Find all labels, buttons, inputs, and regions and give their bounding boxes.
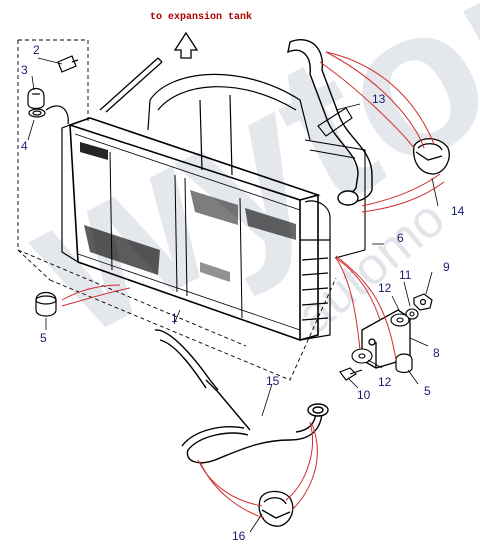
fan-shroud bbox=[147, 73, 311, 176]
hose-bracket bbox=[317, 107, 353, 137]
bottom-hose-clip bbox=[258, 490, 294, 527]
washer-small bbox=[405, 308, 419, 320]
part-label-12-upper: 12 bbox=[378, 281, 392, 295]
filler-cap bbox=[27, 87, 45, 110]
washer-lower bbox=[351, 348, 373, 364]
drain-plug bbox=[57, 55, 79, 73]
nut bbox=[413, 293, 433, 311]
part-label-4: 4 bbox=[21, 139, 28, 153]
filler-neck bbox=[45, 105, 69, 125]
part-label-9: 9 bbox=[443, 260, 450, 274]
washer-upper bbox=[390, 313, 410, 327]
part-label-5-left: 5 bbox=[40, 331, 47, 345]
radiator-mount-frame bbox=[304, 139, 366, 259]
core-texture bbox=[80, 142, 296, 282]
part-label-10: 10 bbox=[357, 388, 371, 402]
arrow-up-icon bbox=[173, 31, 199, 59]
part-label-13: 13 bbox=[372, 92, 386, 106]
expansion-tank-note: to expansion tank bbox=[150, 12, 253, 23]
part-label-1: 1 bbox=[171, 311, 178, 325]
leader-lines bbox=[27, 57, 439, 533]
rubber-grommet-right bbox=[395, 353, 413, 374]
part-label-6: 6 bbox=[397, 231, 404, 245]
part-label-14: 14 bbox=[451, 204, 465, 218]
sealing-ring bbox=[28, 108, 46, 118]
bolt bbox=[339, 367, 363, 381]
part-label-12-lower: 12 bbox=[378, 375, 392, 389]
part-label-11: 11 bbox=[399, 268, 412, 282]
assembly-dashed-outline bbox=[17, 39, 337, 381]
rubber-grommet-left bbox=[35, 291, 57, 317]
part-label-16: 16 bbox=[232, 529, 246, 543]
part-label-5-right: 5 bbox=[424, 384, 431, 398]
expansion-hose bbox=[99, 57, 163, 113]
top-hose bbox=[287, 39, 373, 206]
part-label-8: 8 bbox=[433, 346, 440, 360]
callout-strokes bbox=[61, 51, 445, 519]
part-label-3: 3 bbox=[21, 63, 28, 77]
part-label-15: 15 bbox=[266, 374, 280, 388]
bottom-hose bbox=[154, 329, 329, 464]
hose-clip bbox=[413, 138, 450, 175]
part-label-2: 2 bbox=[33, 43, 40, 57]
radiator-side-tank bbox=[299, 200, 331, 341]
